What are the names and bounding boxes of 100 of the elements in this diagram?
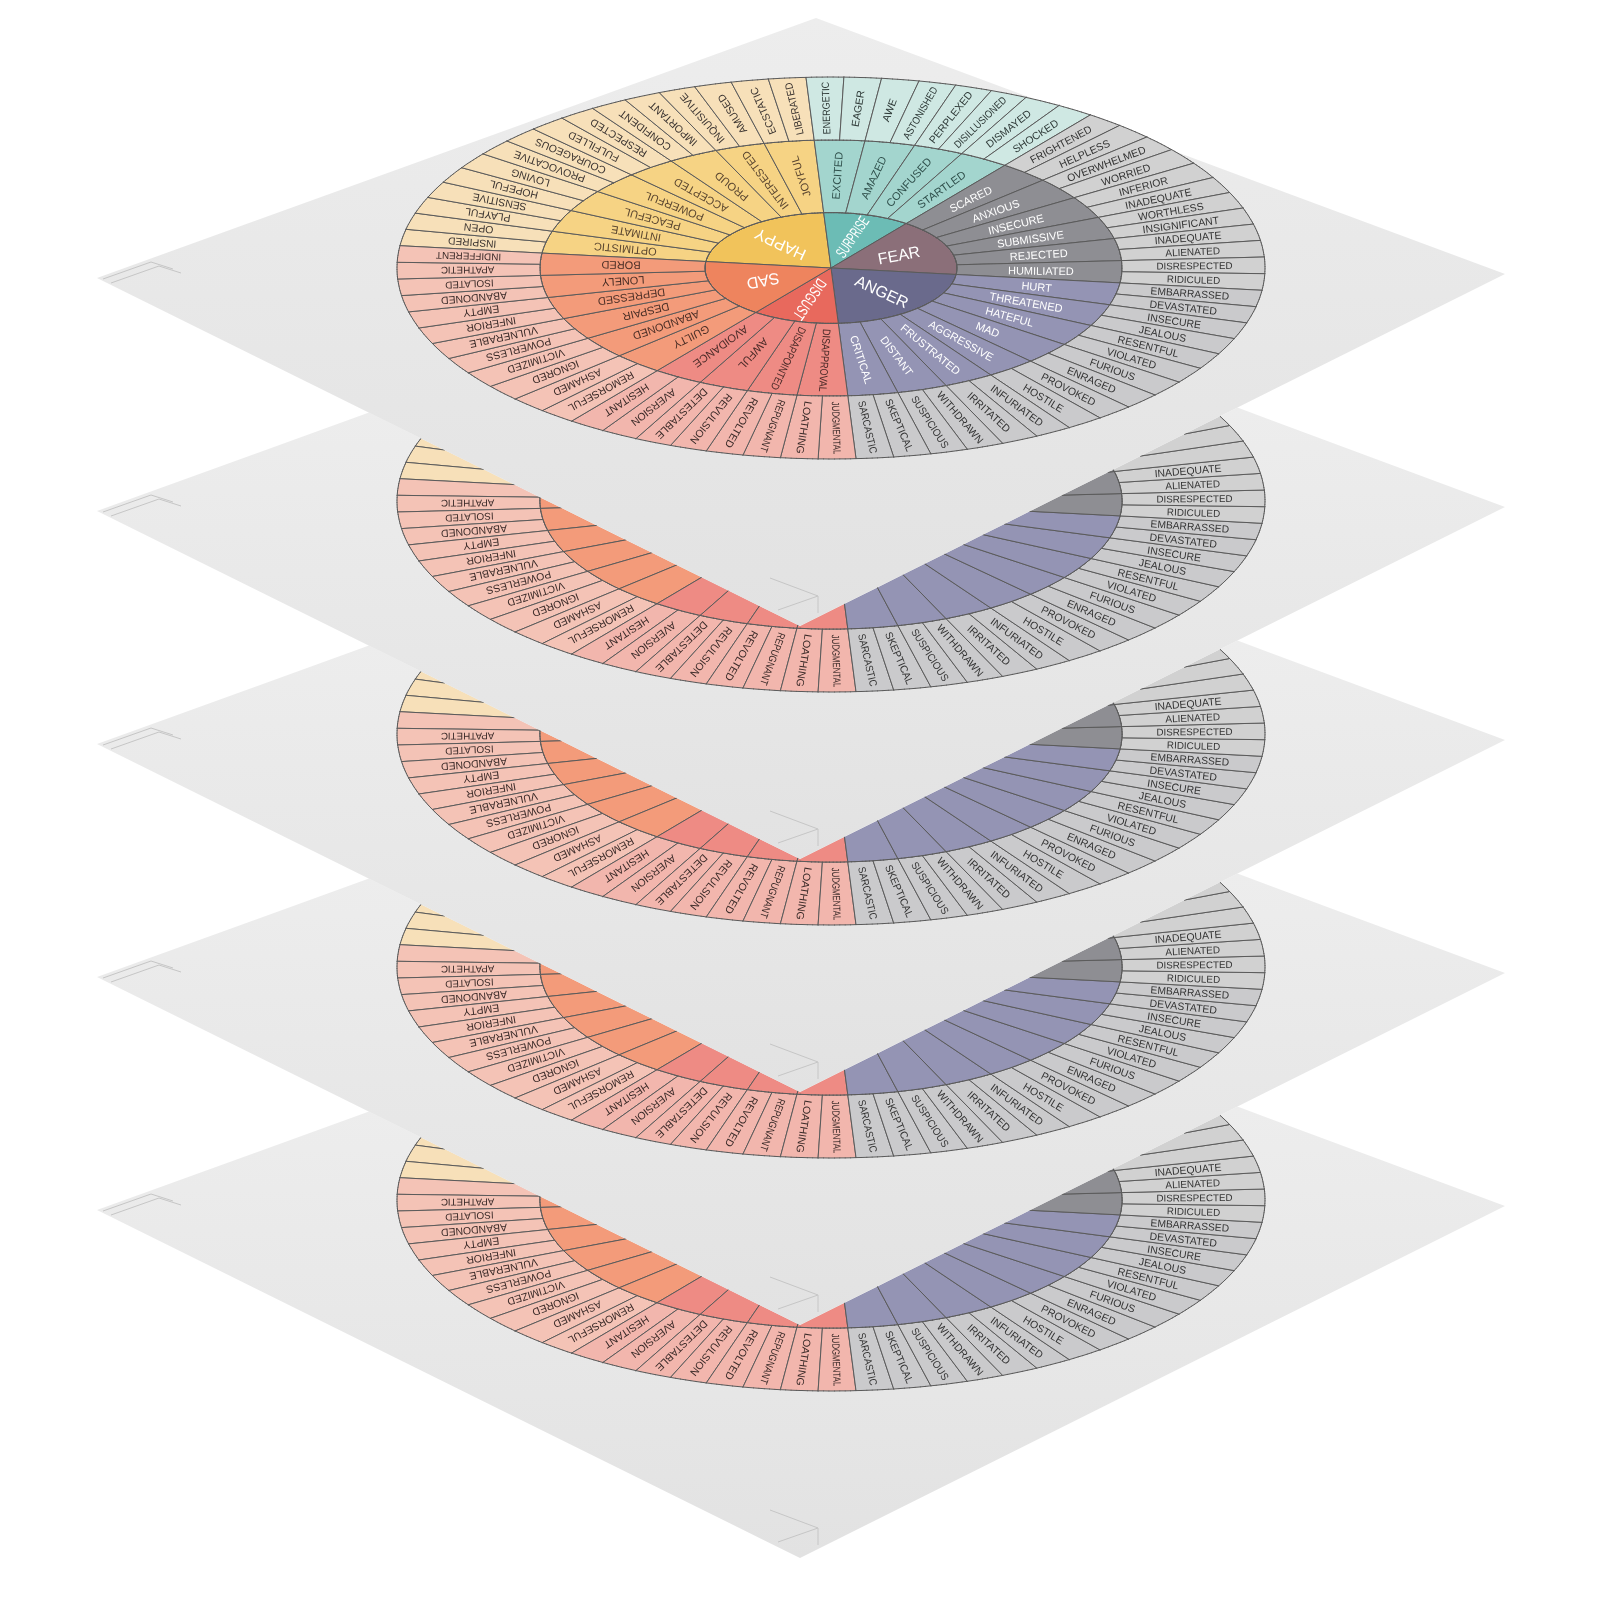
wheel-segment <box>805 76 845 141</box>
wheel-segment <box>844 819 899 863</box>
emotion-word: LOATHING <box>794 633 815 688</box>
emotion-word: ISOLATED <box>444 743 494 757</box>
wheel-segment <box>844 1285 899 1329</box>
emotion-word: DISRESPECTED <box>1156 260 1233 272</box>
wheel-segment <box>547 1223 627 1252</box>
wheel-segment <box>1107 935 1115 939</box>
wheel-segment <box>962 534 1092 578</box>
wheel-segment <box>396 711 541 731</box>
wheel-segment <box>1061 704 1122 729</box>
wheel-segment <box>618 564 703 605</box>
emotion-word: LOATHING <box>794 1332 815 1387</box>
wheel-segment <box>540 1206 598 1230</box>
wheel-segment <box>399 1160 515 1185</box>
wheel-segment <box>563 1005 653 1038</box>
wheel-segment <box>844 586 899 630</box>
wheel-segment <box>746 838 799 862</box>
emotion-word: ALIENATED <box>1165 245 1221 259</box>
emotion-word: EMPTY <box>462 1235 500 1252</box>
emotion-word: EMPTY <box>462 536 500 553</box>
wheel-segment <box>796 836 849 863</box>
wheel-segment <box>943 1009 1065 1061</box>
wheel-segment <box>563 539 653 572</box>
wheel-segment <box>943 543 1065 595</box>
wheel-segment <box>796 1069 849 1096</box>
wheel-segment <box>396 1177 541 1197</box>
wheel-segment <box>796 1302 849 1329</box>
wheel-segment <box>982 523 1111 559</box>
wheel-segment <box>1140 425 1244 457</box>
emotion-word: ISOLATED <box>444 277 494 291</box>
emotion-word: DISAPPROVAL <box>816 328 833 393</box>
emotion-word: JUDGMENTAL <box>829 634 843 688</box>
wheel-segment <box>844 1052 899 1096</box>
wheel-segment <box>547 990 627 1019</box>
wheel-segment <box>547 757 627 786</box>
wheel-segment <box>1004 1209 1121 1238</box>
emotion-word: LONELY <box>601 274 645 289</box>
wheel-segment <box>1061 937 1122 962</box>
wheel-segment <box>1029 1192 1123 1216</box>
wheel-segment <box>902 563 992 620</box>
wheel-segment <box>924 1252 1032 1308</box>
emotion-word: AWE <box>879 97 899 124</box>
wheel-segment <box>902 1029 992 1086</box>
emotion-word: ENERGETIC <box>819 81 833 135</box>
emotion-word: LOATHING <box>794 866 815 921</box>
emotion-word: ISOLATED <box>444 976 494 990</box>
wheel-segment <box>1107 469 1115 473</box>
emotion-word: ISOLATED <box>444 510 494 524</box>
emotion-word: EMPTY <box>462 303 500 320</box>
wheel-segment <box>746 605 799 629</box>
emotion-word: ISOLATED <box>444 1209 494 1223</box>
wheel-segment <box>540 507 598 531</box>
wheel-segment <box>924 1019 1032 1075</box>
wheel-segment <box>962 767 1092 811</box>
emotion-word: APATHETIC <box>440 497 495 509</box>
wheel-segment <box>1121 256 1266 275</box>
emotion-word: DISRESPECTED <box>1156 493 1233 505</box>
emotion-word: APATHETIC <box>440 963 495 975</box>
wheel-segment <box>396 944 541 964</box>
wheel-segment <box>399 927 515 952</box>
emotion-word: JUDGMENTAL <box>829 1100 843 1154</box>
wheel-segment <box>1107 1168 1115 1172</box>
wheel-segment <box>1029 959 1123 983</box>
emotion-word: DISRESPECTED <box>1156 959 1233 971</box>
wheel-segment <box>924 786 1032 842</box>
emotion-word: APATHETIC <box>440 730 495 742</box>
wheel-segment <box>1140 891 1244 923</box>
emotion-word: LOATHING <box>794 400 815 455</box>
wheel-segment <box>656 809 729 849</box>
emotion-word: RIDICULED <box>1166 506 1221 520</box>
emotion-word: EAGER <box>848 89 867 128</box>
wheel-segment <box>962 1000 1092 1044</box>
emotion-word: INADEQUATE <box>1154 695 1222 713</box>
emotion-word: EXCITED <box>829 151 845 200</box>
wheel-segment <box>746 1071 799 1095</box>
wheel-segment <box>982 1222 1111 1258</box>
wheel-segment <box>746 1304 799 1328</box>
wheel-segment <box>1061 1170 1122 1195</box>
emotion-word: LOATHING <box>794 1099 815 1154</box>
emotion-word: RIDICULED <box>1166 273 1221 287</box>
wheel-segment <box>547 524 627 553</box>
wheel-segment <box>563 772 653 805</box>
wheel-segment <box>656 1042 729 1082</box>
emotion-word: HURT <box>1021 279 1053 295</box>
wheel-segment <box>1061 471 1122 496</box>
emotion-word: DISRESPECTED <box>1156 726 1233 738</box>
emotion-word: OPTIMISTIC <box>593 240 658 259</box>
wheel-segment <box>1140 1124 1244 1156</box>
wheel-segment <box>1140 658 1244 690</box>
emotion-word: EMPTY <box>462 769 500 786</box>
wheel-segment <box>587 1018 678 1056</box>
wheel-segment <box>902 1262 992 1319</box>
emotion-word: RIDICULED <box>1166 739 1221 753</box>
wheel-segment <box>902 796 992 853</box>
emotion-word: INSPIRED <box>447 235 497 250</box>
wheel-segment <box>587 785 678 823</box>
emotion-word: ALIENATED <box>1165 478 1221 492</box>
emotion-word: HUMILIATED <box>1007 264 1074 278</box>
wheel-segment <box>982 989 1111 1025</box>
